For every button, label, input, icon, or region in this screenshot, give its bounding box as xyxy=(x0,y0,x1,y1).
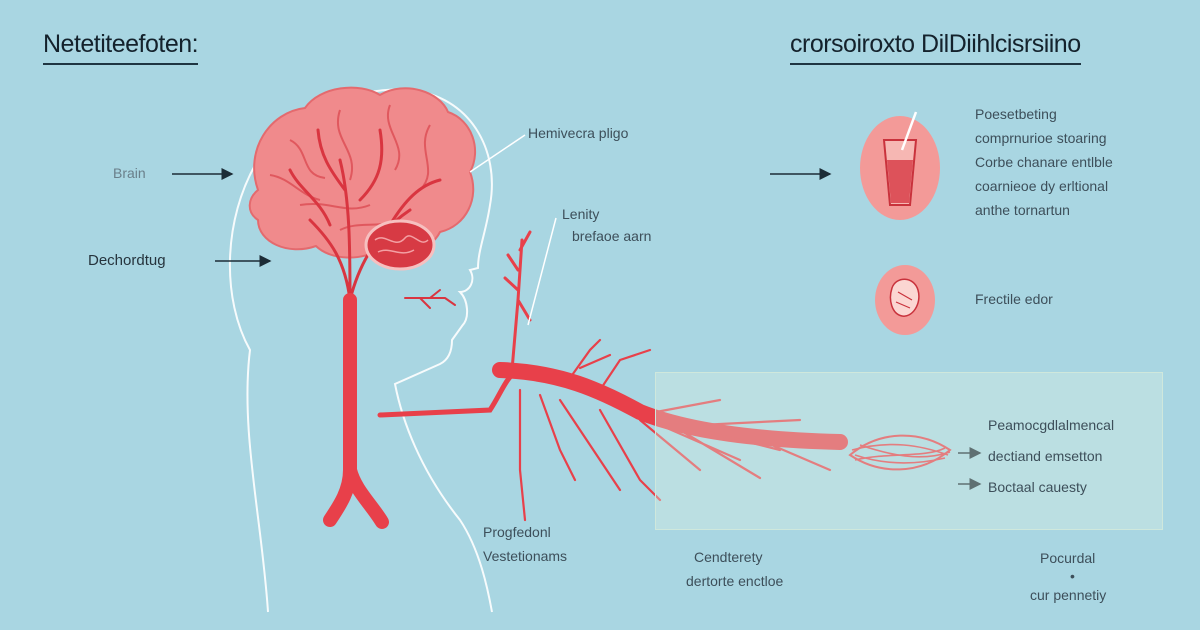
label-lenity: Lenity xyxy=(562,206,600,222)
label-dechordtug: Dechordtug xyxy=(88,252,166,269)
label-dot: • xyxy=(1070,568,1075,584)
fiber-bundle xyxy=(848,434,952,471)
detail-panel xyxy=(655,372,1163,530)
right-top-line: comprnurioe stoaring xyxy=(975,130,1107,146)
brain-shape xyxy=(248,86,477,259)
right-top-line: Poesetbeting xyxy=(975,106,1057,122)
main-artery xyxy=(323,293,389,529)
pointer-line xyxy=(527,217,557,326)
title-left: Netetiteefoten: xyxy=(43,30,199,65)
right-top-line: Corbe chanare entlble xyxy=(975,154,1113,170)
panel-line: Peamocgdlalmencal xyxy=(988,417,1115,433)
panel-line: dectiand emsetton xyxy=(988,448,1103,464)
label-curpenetiy: cur pennetiy xyxy=(1030,587,1107,603)
right-top-text: Poesetbeting comprnurioe stoaring Corbe … xyxy=(975,102,1113,222)
title-right-text: crorsoiroxto DilDiihlcisrsiino xyxy=(790,30,1081,58)
panel-text: Peamocgdlalmencal dectiand emsetton Boct… xyxy=(988,410,1114,503)
title-right: crorsoiroxto DilDiihlcisrsiino xyxy=(790,30,1081,65)
label-cendterety: Cendterety xyxy=(694,549,763,565)
title-underline xyxy=(43,63,199,65)
artery-branches xyxy=(518,338,832,522)
face-vessels xyxy=(404,289,456,309)
cerebellum-shape xyxy=(364,219,436,271)
organ-icon xyxy=(889,278,920,317)
label-vestetion: Vestetionams xyxy=(483,548,568,564)
head-outline xyxy=(228,88,493,613)
label-hemivecra: Hemivecra pligo xyxy=(528,125,629,141)
panel-line: Boctaal cauesty xyxy=(988,479,1087,495)
long-artery xyxy=(492,362,848,450)
glass-icon xyxy=(882,111,918,206)
right-top-line: anthe tornartun xyxy=(975,202,1070,218)
title-underline xyxy=(790,63,1081,65)
label-frectile: Frectile edor xyxy=(975,291,1053,307)
upward-branch xyxy=(503,230,532,372)
right-top-line: coarnieoe dy erltional xyxy=(975,178,1109,194)
label-pocurdal: Pocurdal xyxy=(1040,550,1096,566)
label-brain: Brain xyxy=(113,165,146,181)
label-breface: brefaoe aarn xyxy=(572,228,652,244)
label-dertorte: dertorte enctloe xyxy=(686,573,784,589)
title-left-text: Netetiteefoten: xyxy=(43,30,199,58)
pointer-line xyxy=(469,134,526,173)
label-progfedonl: Progfedonl xyxy=(483,524,551,540)
